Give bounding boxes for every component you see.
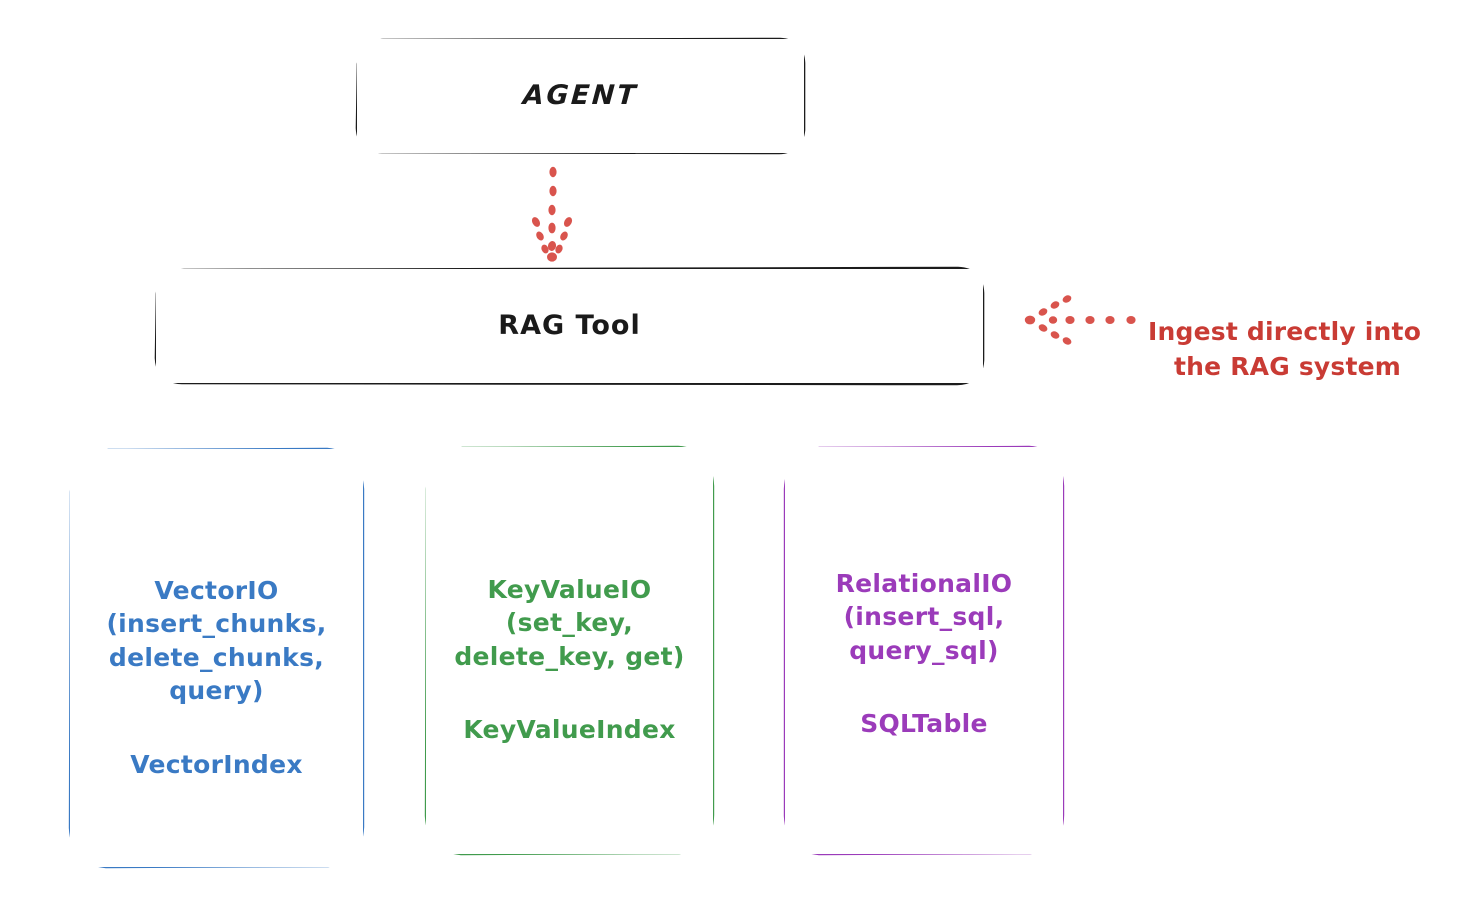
vector-io-index-label: VectorIndex — [130, 749, 303, 779]
agent-node[interactable]: AGENT — [357, 39, 804, 153]
relational-io-content: RelationalIO (insert_sql, query_sql) SQL… — [785, 567, 1063, 739]
key-value-io-index-label: KeyValueIndex — [463, 715, 676, 745]
dotted-arrow-down-icon — [531, 166, 573, 262]
relational-io-api-label: RelationalIO (insert_sql, query_sql) — [835, 568, 1013, 665]
key-value-io-node[interactable]: KeyValueIO (set_key, delete_key, get) Ke… — [426, 447, 713, 854]
vector-io-content: VectorIO (insert_chunks, delete_chunks, … — [70, 574, 363, 779]
ingest-annotation: Ingest directly into the RAG system — [1148, 278, 1468, 420]
rag-tool-label: RAG Tool — [498, 310, 641, 342]
key-value-io-api-label: KeyValueIO (set_key, delete_key, get) — [454, 574, 685, 671]
ingest-annotation-line-2: the RAG system — [1174, 352, 1402, 381]
relational-io-node[interactable]: RelationalIO (insert_sql, query_sql) SQL… — [785, 447, 1063, 854]
vector-io-api-label: VectorIO (insert_chunks, delete_chunks, … — [106, 575, 327, 706]
vector-io-node[interactable]: VectorIO (insert_chunks, delete_chunks, … — [70, 449, 363, 867]
relational-io-index-label: SQLTable — [860, 709, 988, 739]
key-value-io-content: KeyValueIO (set_key, delete_key, get) Ke… — [426, 573, 713, 745]
agent-label: AGENT — [521, 80, 640, 112]
dotted-arrow-left-icon — [1024, 295, 1136, 345]
ingest-annotation-line-1: Ingest directly into — [1148, 316, 1422, 346]
rag-tool-node[interactable]: RAG Tool — [156, 269, 983, 383]
